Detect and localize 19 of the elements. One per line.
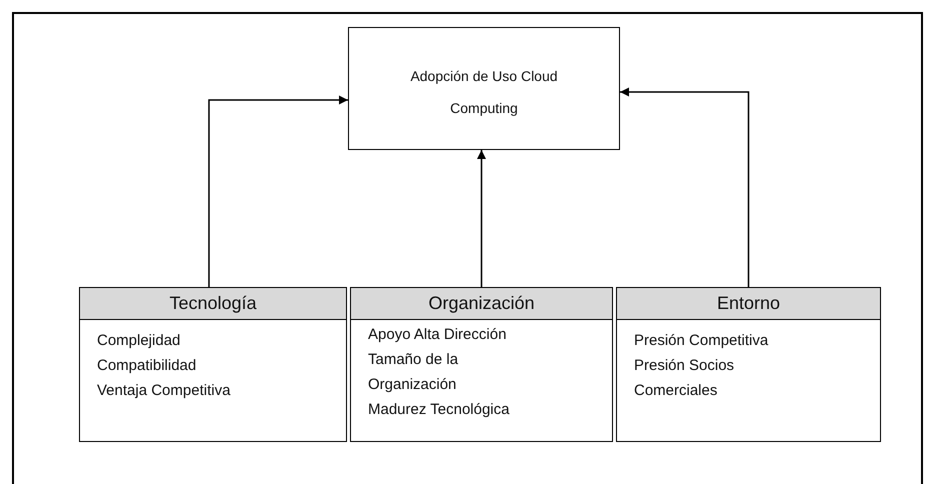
- factor-item: Tamaño de la Organización: [368, 350, 460, 395]
- factor-item: Madurez Tecnológica: [368, 400, 510, 420]
- box-title: Adopción de Uso Cloud Computing: [409, 67, 559, 118]
- factor-item: Ventaja Competitiva: [97, 381, 232, 401]
- category-header: Organización: [351, 288, 612, 320]
- factor-item: Apoyo Alta Dirección: [368, 325, 508, 345]
- factor-box: [350, 287, 613, 442]
- category-header: Tecnología: [80, 288, 346, 320]
- factor-box: [79, 287, 347, 442]
- factor-item: Complejidad: [97, 331, 182, 351]
- factor-item: Compatibilidad: [97, 356, 198, 376]
- category-header: Entorno: [617, 288, 880, 320]
- factor-box: [616, 287, 881, 442]
- arrow: [620, 88, 750, 287]
- arrow: [208, 96, 348, 287]
- factor-item: Presión Competitiva: [634, 331, 770, 351]
- factor-item: Presión Socios Comerciales: [634, 356, 736, 401]
- arrow: [477, 150, 486, 287]
- outcome-box: [348, 27, 620, 150]
